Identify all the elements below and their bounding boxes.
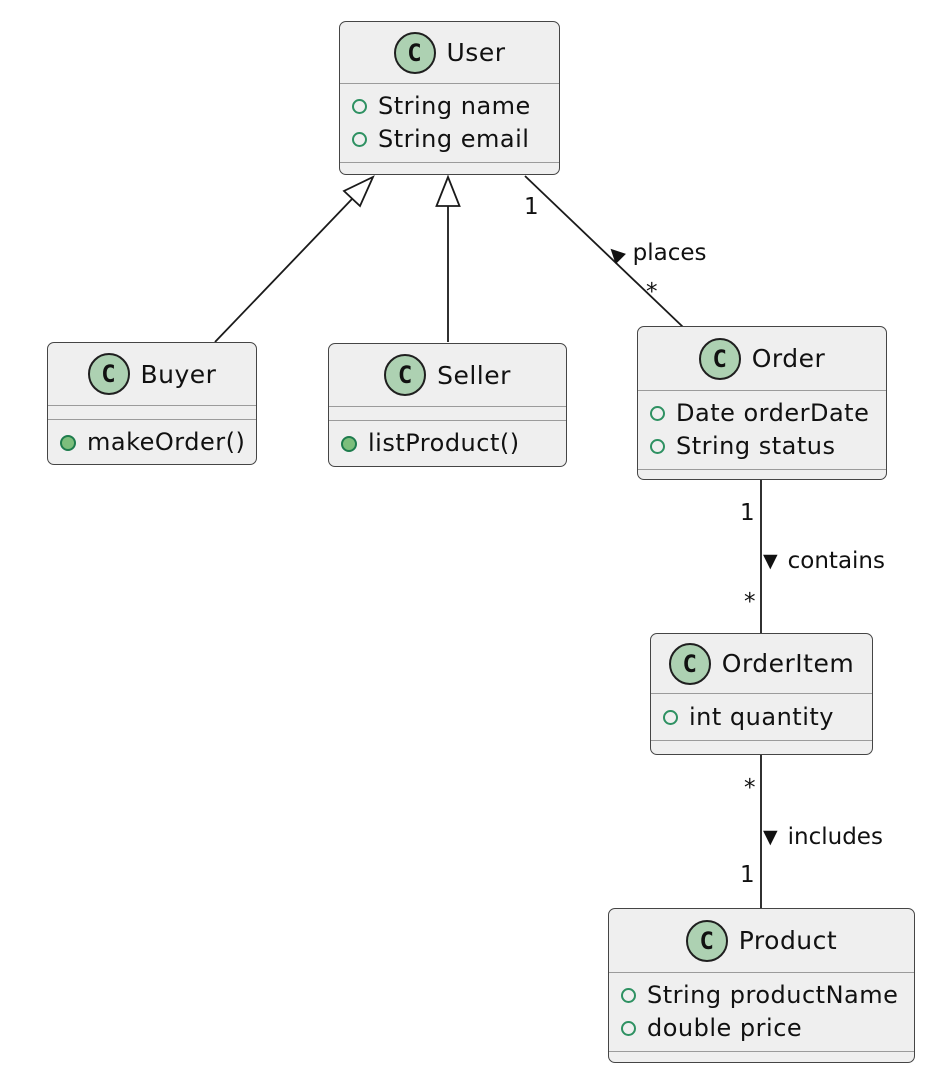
edge-buyer-user [214,198,353,343]
field-visibility-icon [621,988,636,1003]
class-icon: C [698,337,741,380]
class-name: Order [751,344,826,373]
direction-triangle-icon: ▼ [763,549,778,572]
multiplicity-user-places: 1 [524,194,539,220]
class-name: Seller [437,360,511,390]
methods-compartment-empty [609,1051,914,1065]
class-title: C Product [609,909,914,972]
class-title: C OrderItem [651,634,872,693]
method-text: makeOrder() [87,428,246,456]
attribute-text: int quantity [689,702,834,731]
methods-compartment: listProduct() [329,420,566,466]
attribute-text: String status [676,432,836,460]
field-visibility-icon [352,99,367,114]
class-box-buyer: C Buyer makeOrder() [47,342,257,465]
attribute-row: Date orderDate [650,397,874,430]
class-box-orderitem: C OrderItem int quantity [650,633,873,755]
attributes-compartment: String name String email [340,83,559,162]
field-visibility-icon [650,406,665,421]
field-visibility-icon [663,709,678,725]
methods-compartment-empty [651,740,872,754]
edge-user-order [524,175,684,328]
method-text: listProduct() [368,429,520,457]
attribute-text: String name [378,92,531,120]
class-icon: C [668,642,711,685]
edge-label-includes: ▼ includes [763,824,883,850]
class-icon: C [685,919,728,962]
methods-compartment: makeOrder() [48,419,256,465]
attributes-compartment: Date orderDate String status [638,390,886,469]
class-box-seller: C Seller listProduct() [328,343,567,467]
multiplicity-order-places: * [646,279,658,305]
field-visibility-icon [621,1021,636,1036]
attribute-row: double price [621,1012,902,1045]
attributes-compartment: String productName double price [609,972,914,1051]
attributes-compartment-empty [48,405,256,419]
inheritance-arrow-icon [342,175,375,208]
attribute-row: String email [352,123,547,156]
methods-compartment-empty [340,162,559,176]
attribute-row: String name [352,90,547,123]
attribute-text: double price [647,1014,803,1042]
class-name: Buyer [140,359,217,389]
class-title: C Seller [329,344,566,406]
multiplicity-order-contains: 1 [740,500,755,526]
attributes-compartment: int quantity [651,693,872,740]
methods-compartment-empty [638,469,886,483]
field-visibility-icon [650,439,665,454]
class-title: C Order [638,327,886,390]
direction-triangle-icon: ▼ [763,825,778,848]
edge-label-places: ▲ places [602,240,707,266]
edge-label-text: places [632,240,707,266]
inheritance-arrow-icon [435,174,461,207]
method-visibility-icon [341,435,357,452]
class-icon: C [87,353,130,395]
attribute-text: String productName [647,981,899,1009]
attribute-row: int quantity [663,701,860,734]
class-name: Product [738,926,838,955]
method-row: makeOrder() [60,426,246,459]
field-visibility-icon [352,132,367,147]
multiplicity-product-includes: 1 [740,862,755,888]
edge-label-text: contains [787,548,885,574]
class-title: C Buyer [48,343,256,405]
class-icon: C [384,354,427,396]
class-name: OrderItem [721,649,855,678]
class-box-product: C Product String productName double pric… [608,908,915,1063]
class-icon: C [393,31,436,74]
class-box-user: C User String name String email [339,21,560,175]
class-name: User [446,38,506,67]
attribute-text: Date orderDate [676,399,870,427]
method-visibility-icon [60,434,76,451]
multiplicity-orderitem-includes: * [744,775,756,801]
multiplicity-orderitem-contains: * [744,589,756,615]
attribute-row: String productName [621,979,902,1012]
method-row: listProduct() [341,427,554,460]
edge-label-contains: ▼ contains [763,548,885,574]
class-box-order: C Order Date orderDate String status [637,326,887,480]
edge-label-text: includes [787,824,883,850]
attributes-compartment-empty [329,406,566,420]
attribute-text: String email [378,125,530,153]
attribute-row: String status [650,430,874,463]
class-title: C User [340,22,559,83]
